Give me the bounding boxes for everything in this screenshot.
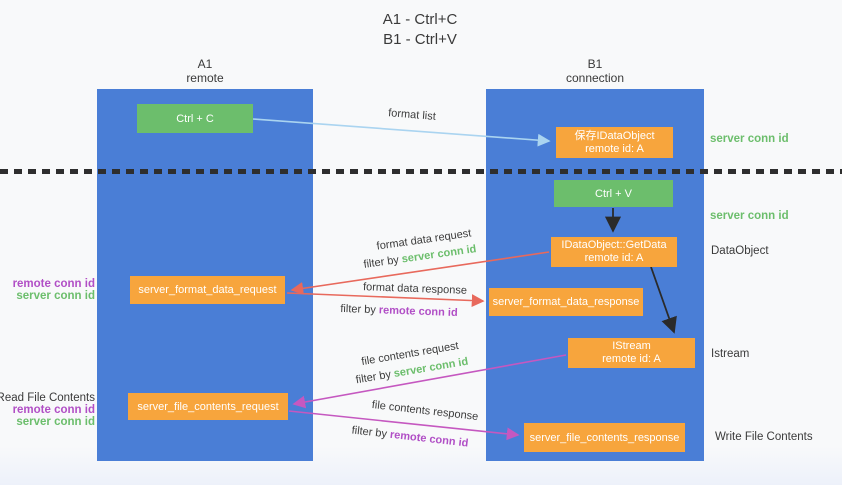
- side-label-group-format: remote conn id server conn id: [13, 278, 95, 302]
- node-save-idataobject-line1: 保存IDataObject: [574, 129, 655, 142]
- side-label-server-conn-id-top: server conn id: [710, 133, 789, 145]
- arrow-file-contents-response: [288, 410, 520, 441]
- side-label-remote-conn-id-2: remote conn id: [12, 404, 95, 416]
- arrow-format-data-response: [286, 292, 485, 307]
- arrow-format-list: [252, 118, 551, 147]
- side-label-server-conn-id-mid: server conn id: [710, 210, 789, 222]
- arrow-getdata-to-istream: [650, 266, 677, 334]
- node-istream-line2: remote id: A: [602, 353, 661, 365]
- node-idataobject-getdata: IDataObject::GetData remote id: A: [551, 237, 677, 267]
- lane-b1-name: B1: [587, 57, 603, 71]
- diagram-title: A1 - Ctrl+C B1 - Ctrl+V: [280, 10, 560, 50]
- node-istream-line1: IStream: [612, 340, 651, 352]
- lane-header-a1: A1 remote: [145, 57, 265, 85]
- node-server-file-contents-request: server_file_contents_request: [128, 393, 288, 420]
- dotted-separator: [0, 169, 842, 174]
- arrow-format-data-request: [290, 251, 550, 295]
- side-label-server-conn-id-1: server conn id: [16, 290, 95, 302]
- lane-a1-name: A1: [197, 57, 213, 71]
- side-label-istream: Istream: [711, 348, 750, 360]
- lane-header-b1: B1 connection: [535, 57, 655, 85]
- node-istream: IStream remote id: A: [568, 338, 695, 368]
- node-ctrl-v: Ctrl + V: [554, 180, 673, 207]
- side-label-write-file-contents: Write File Contents: [715, 431, 813, 443]
- side-label-dataobject: DataObject: [711, 245, 769, 257]
- node-ctrl-c: Ctrl + C: [137, 104, 253, 133]
- node-server-format-data-request: server_format_data_request: [130, 276, 285, 304]
- side-label-server-conn-id-2: server conn id: [16, 416, 95, 428]
- lane-a1-subtitle: remote: [186, 71, 224, 85]
- node-save-idataobject: 保存IDataObject remote id: A: [556, 127, 673, 158]
- node-server-file-contents-response: server_file_contents_response: [524, 423, 685, 452]
- node-getdata-line1: IDataObject::GetData: [561, 239, 667, 251]
- side-label-group-file: Read File Contents remote conn id server…: [0, 392, 95, 428]
- side-label-read-file-contents: Read File Contents: [0, 392, 95, 404]
- side-label-remote-conn-id-1: remote conn id: [12, 278, 95, 290]
- filter-by-text: filter by: [340, 302, 380, 317]
- node-save-idataobject-line2: remote id: A: [585, 142, 644, 155]
- arrow-file-contents-request: [292, 354, 567, 409]
- lane-b1-subtitle: connection: [565, 71, 625, 85]
- node-server-format-data-response: server_format_data_response: [489, 288, 643, 316]
- title-line-2: B1 - Ctrl+V: [383, 31, 457, 48]
- node-getdata-line2: remote id: A: [584, 252, 644, 264]
- title-line-1: A1 - Ctrl+C: [382, 11, 458, 28]
